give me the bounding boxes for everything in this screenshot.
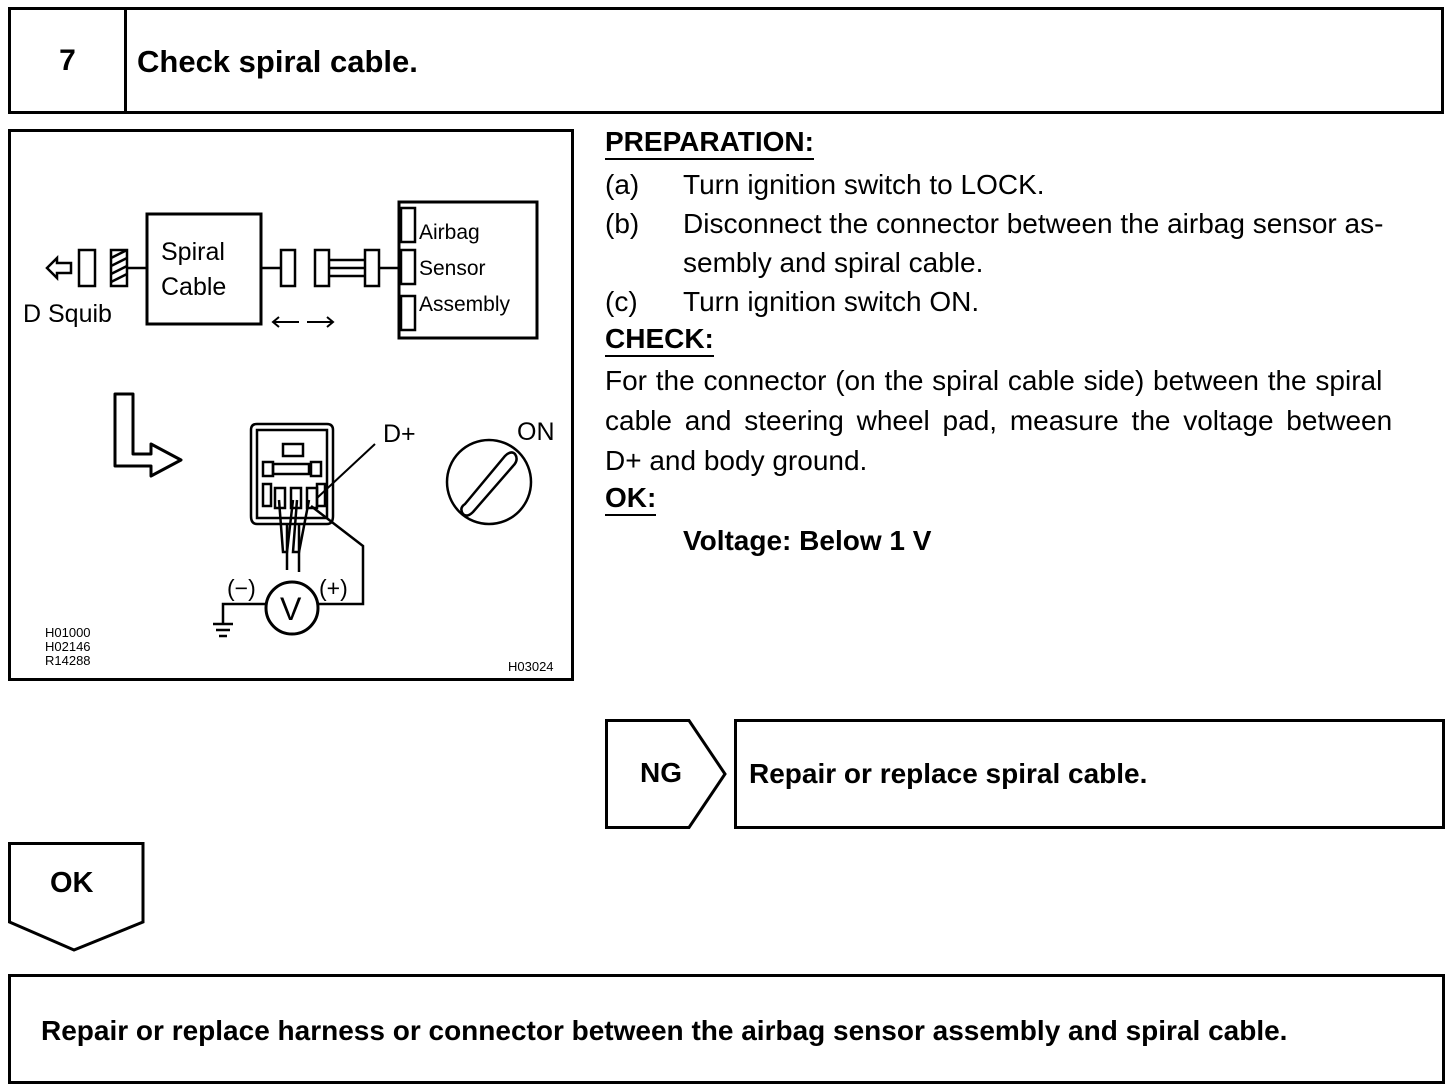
pad-connector-face <box>249 422 335 572</box>
ignition-switch-icon <box>445 438 533 526</box>
step-header: 7 Check spiral cable. <box>8 7 1444 114</box>
voltmeter-symbol: V <box>280 591 302 627</box>
check-line-3: D+ and body ground. <box>605 445 868 476</box>
d-squib-label: D Squib <box>23 300 112 328</box>
sensor-label: Sensor <box>419 257 486 280</box>
on-label: ON <box>517 418 555 446</box>
ok-heading: OK: <box>605 481 657 516</box>
ng-tag <box>605 719 727 829</box>
figure-code-3: R14288 <box>45 653 91 668</box>
airbag-sensor-assembly-box <box>397 200 539 340</box>
spiral-cable-label-line2: Cable <box>161 273 226 301</box>
voltmeter-icon <box>264 580 320 636</box>
step-b-text-line1: Disconnect the connector between the air… <box>683 208 1384 239</box>
ok-label: OK <box>50 867 94 899</box>
check-line-1: For the connector (on the spiral cable s… <box>605 365 1383 396</box>
check-heading: CHECK: <box>605 322 714 357</box>
step-c-text: Turn ignition switch ON. <box>683 286 980 317</box>
step-b-marker: (b) <box>605 208 640 239</box>
hook-arrow-icon <box>113 392 183 478</box>
spiral-cable-diagram: Spiral Cable Airbag Sensor Assem <box>23 200 555 674</box>
figure-code-2: H02146 <box>45 639 91 654</box>
spiral-cable-box <box>145 212 263 326</box>
step-c-marker: (c) <box>605 286 638 317</box>
d-plus-label: D+ <box>383 420 416 448</box>
sensor-terminals <box>399 206 417 332</box>
step-number: 7 <box>59 43 76 77</box>
plus-label: (+) <box>319 575 348 601</box>
ok-value: Voltage: Below 1 V <box>683 525 932 556</box>
step-number-cell: 7 <box>11 10 127 111</box>
d-squib-connector <box>45 248 147 288</box>
ng-label: NG <box>640 757 682 788</box>
step-title: Check spiral cable. <box>137 44 418 79</box>
ng-action-box: Repair or replace spiral cable. <box>734 719 1445 829</box>
spiral-cable-label-line1: Spiral <box>161 238 225 266</box>
ok-action-box: Repair or replace harness or connector b… <box>8 974 1445 1084</box>
check-line-2: cable and steering wheel pad, measure th… <box>605 405 1393 436</box>
step-a-text: Turn ignition switch to LOCK. <box>683 169 1045 200</box>
ng-action-text: Repair or replace spiral cable. <box>749 758 1148 789</box>
d-plus-pointer <box>316 443 376 499</box>
disconnect-arrows <box>271 316 335 328</box>
ok-tag <box>8 842 145 952</box>
voltmeter-leads <box>213 505 365 638</box>
preparation-heading: PREPARATION: <box>605 125 814 160</box>
step-b-text-line2: sembly and spiral cable. <box>683 247 984 278</box>
connector-pair <box>261 248 399 288</box>
airbag-label: Airbag <box>419 221 480 244</box>
ok-action-text: Repair or replace harness or connector b… <box>41 1015 1288 1046</box>
figure-code-1: H01000 <box>45 625 91 640</box>
minus-label: (−) <box>227 575 256 601</box>
assembly-label: Assembly <box>419 293 511 316</box>
diagram-figure: Spiral Cable Airbag Sensor Assem <box>8 129 574 681</box>
figure-code-right: H03024 <box>508 659 554 674</box>
step-a-marker: (a) <box>605 169 640 200</box>
